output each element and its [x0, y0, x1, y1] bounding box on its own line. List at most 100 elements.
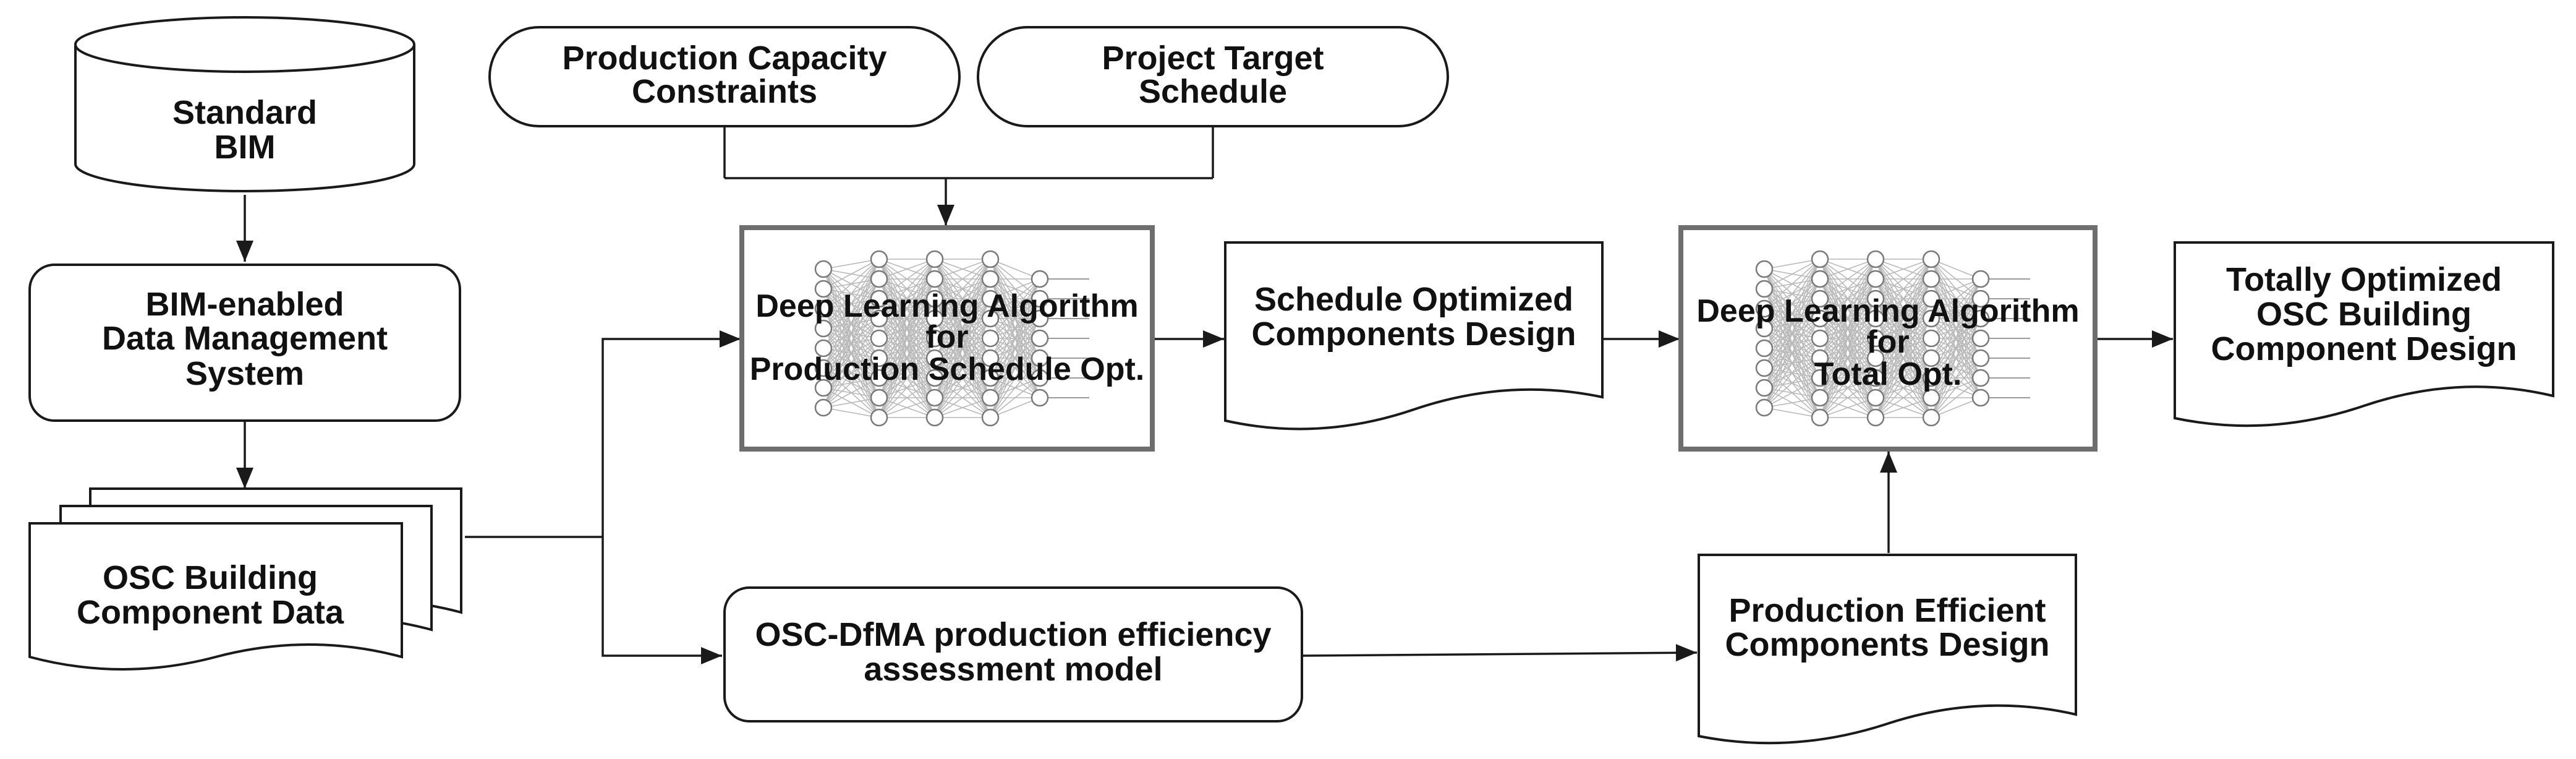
network-edge: [823, 259, 880, 309]
network-edge: [1819, 358, 1876, 418]
network-edge: [1875, 259, 1932, 379]
network-node: [981, 408, 1000, 427]
network-node: [1031, 270, 1049, 288]
network-edge: [1764, 358, 1821, 408]
network-edge: [934, 259, 991, 379]
network-edge: [1819, 298, 1876, 418]
network-node: [1755, 260, 1774, 278]
network-node: [1971, 289, 1990, 308]
network-node: [814, 379, 833, 397]
network-edge: [1931, 278, 1981, 319]
network-edge: [823, 259, 880, 369]
network-edge: [1875, 259, 1932, 280]
network-edge: [1764, 259, 1821, 289]
target-line-2: Schedule: [1139, 73, 1287, 110]
network-node: [1031, 349, 1049, 367]
network-node: [1755, 398, 1774, 417]
network-edge: [990, 278, 1040, 299]
network-node: [814, 359, 833, 377]
network-edge: [878, 278, 935, 418]
network-edge: [823, 377, 880, 408]
network-node: [1971, 388, 1990, 407]
network-edge: [1764, 259, 1821, 369]
network-node: [1922, 349, 1941, 367]
connectors: [236, 126, 2173, 664]
network-node: [1811, 388, 1829, 407]
network-edge: [934, 358, 991, 418]
network-node: [814, 339, 833, 358]
network-edge: [934, 377, 991, 418]
network-edge: [878, 259, 935, 379]
network-edge: [1875, 318, 1932, 418]
network-node: [1755, 359, 1774, 377]
dl-schedule-box: Deep Learning Algorithm for Production S…: [739, 225, 1155, 452]
standard-bim-database: Standard BIM: [74, 16, 415, 192]
network-edge: [1819, 397, 1876, 418]
network-node: [870, 369, 888, 387]
network-edge: [823, 259, 880, 388]
network-edge: [878, 318, 935, 418]
network-node: [1922, 309, 1941, 328]
network-edge: [1875, 377, 1932, 418]
network-edge: [1819, 377, 1876, 418]
network-edge: [934, 259, 991, 339]
network-node: [1866, 309, 1885, 328]
dl-total-line-2: for: [1866, 324, 1909, 360]
network-edge: [1819, 259, 1876, 319]
network-edge: [1819, 259, 1876, 398]
network-edge: [934, 259, 991, 299]
network-edge: [823, 259, 880, 349]
network-node: [1922, 408, 1941, 427]
network-edge: [1764, 259, 1821, 309]
arrow-data-to-dfma: [601, 537, 722, 664]
network-edge: [990, 278, 1040, 379]
network-edge: [990, 318, 1040, 418]
component-data-line-2: Component Data: [77, 594, 344, 631]
network-edge: [878, 358, 935, 418]
dms-line-1: BIM-enabled: [145, 286, 344, 323]
totally-optimized-line-2: OSC Building: [2256, 296, 2472, 333]
totally-optimized-line-3: Component Design: [2211, 330, 2517, 367]
network-node: [925, 309, 944, 328]
network-edge: [878, 259, 935, 280]
network-edge: [1931, 318, 1981, 418]
schedule-optimized-document: Schedule Optimized Components Design: [1224, 241, 1604, 431]
dl-total-line-3: Total Opt.: [1814, 356, 1962, 392]
network-edge: [1875, 259, 1932, 359]
network-edge: [1819, 259, 1876, 339]
network-edge: [823, 397, 880, 408]
network-node: [1811, 250, 1829, 268]
network-edge: [934, 278, 991, 418]
network-edge: [1931, 278, 1981, 379]
network-edge: [990, 377, 1040, 418]
network-node: [814, 280, 833, 298]
network-edge: [990, 278, 1040, 418]
network-node: [814, 319, 833, 338]
network-node: [925, 369, 944, 387]
network-node: [1031, 329, 1049, 348]
production-efficient-line-1: Production Efficient: [1729, 592, 2046, 629]
network-node: [1755, 280, 1774, 298]
network-edge: [1875, 298, 1932, 418]
network-edge: [1931, 278, 1981, 359]
network-node: [1811, 369, 1829, 387]
network-edge: [1931, 278, 1981, 339]
network-edge: [1764, 338, 1821, 408]
network-node: [1031, 369, 1049, 387]
arrow-data-to-dl-schedule: [601, 330, 741, 537]
network-edge: [823, 259, 880, 289]
network-edge: [878, 259, 935, 398]
network-edge: [1875, 259, 1932, 319]
network-edge: [878, 298, 935, 418]
network-edge: [823, 278, 880, 408]
network-edge: [878, 259, 935, 299]
network-node: [981, 309, 1000, 328]
network-node: [925, 349, 944, 367]
dfma-line-2: assessment model: [864, 651, 1162, 688]
capacity-line-1: Production Capacity: [562, 40, 886, 77]
network-edge: [878, 259, 935, 418]
network-node: [1811, 309, 1829, 328]
network-node: [814, 299, 833, 318]
network-edge: [823, 259, 880, 329]
network-node: [925, 289, 944, 308]
